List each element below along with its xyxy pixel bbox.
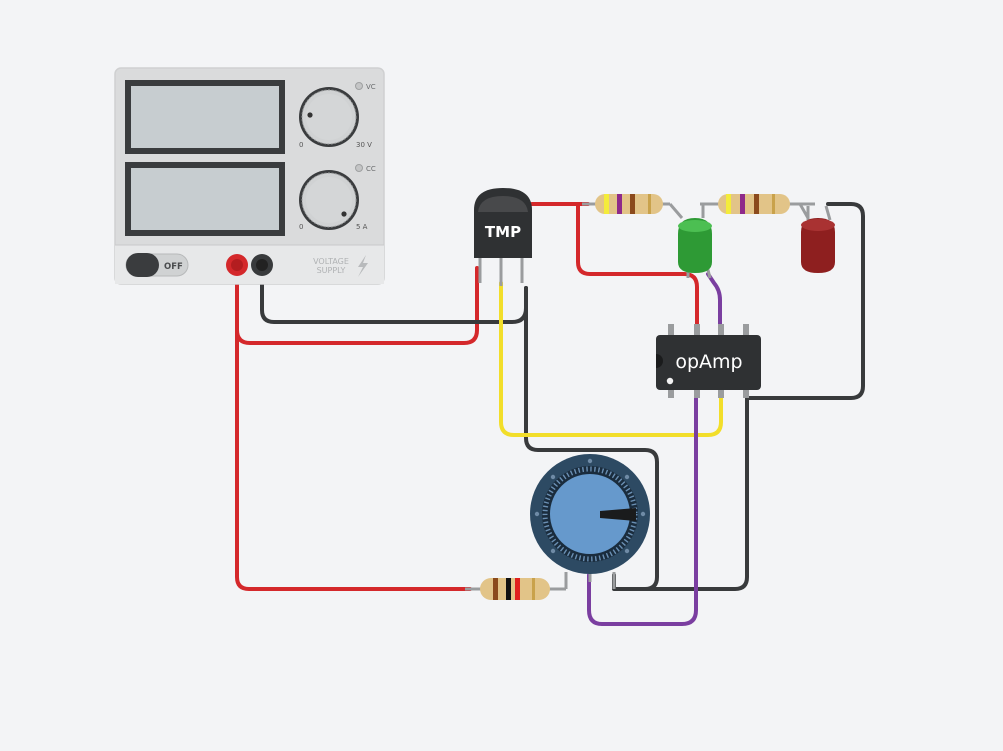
opamp-chip[interactable]: opAmp (656, 324, 761, 398)
current-display (125, 162, 285, 236)
power-supply[interactable]: VC 0 30 V CC 0 5 A OFF VOLTAGE SUPPL (114, 67, 385, 285)
wire-black-opamp-to-pot[interactable] (614, 392, 749, 591)
led-red[interactable] (801, 205, 835, 273)
positive-terminal[interactable] (226, 254, 248, 276)
potentiometer-dots (534, 458, 646, 554)
opamp-label: opAmp (675, 351, 742, 373)
voltage-max-label: 30 V (356, 141, 372, 149)
cc-label: CC (366, 165, 376, 173)
power-switch-label: OFF (164, 262, 183, 272)
potentiometer[interactable] (530, 454, 650, 589)
negative-terminal[interactable] (251, 254, 273, 276)
wire-purple-led-to-opamp[interactable] (706, 272, 722, 328)
lightning-bolt-icon (358, 255, 368, 277)
resistor-3[interactable] (465, 578, 566, 600)
resistor-2[interactable] (700, 194, 815, 219)
power-switch[interactable]: OFF (125, 253, 189, 277)
wire-black-led-to-opamp[interactable] (745, 202, 865, 400)
current-knob[interactable] (299, 170, 359, 230)
vc-label: VC (366, 83, 376, 91)
resistor-1[interactable] (582, 194, 684, 219)
pin1-marker (666, 377, 674, 385)
temperature-sensor[interactable]: TMP (474, 188, 532, 286)
wire-red-to-opamp[interactable] (576, 202, 699, 328)
voltage-display (125, 80, 285, 154)
brand-label-line2: SUPPLY (317, 266, 346, 275)
voltage-min-label: 0 (299, 141, 303, 149)
wire-red-supply-to-resistor[interactable] (235, 264, 472, 591)
tmp-sensor-label: TMP (485, 223, 521, 241)
potentiometer-wiper (600, 508, 636, 521)
brand-label-line1: VOLTAGE (313, 257, 349, 266)
current-knob-pointer (341, 211, 347, 217)
wire-purple-opamp-to-pot[interactable] (587, 392, 698, 626)
led-green[interactable] (678, 218, 712, 279)
vc-indicator-light (355, 82, 363, 90)
current-max-label: 5 A (356, 223, 368, 231)
wire-yellow-tmp-to-opamp[interactable] (499, 281, 723, 437)
voltage-knob[interactable] (299, 87, 359, 147)
current-min-label: 0 (299, 223, 303, 231)
cc-indicator-light (355, 164, 363, 172)
voltage-knob-pointer (307, 112, 313, 118)
